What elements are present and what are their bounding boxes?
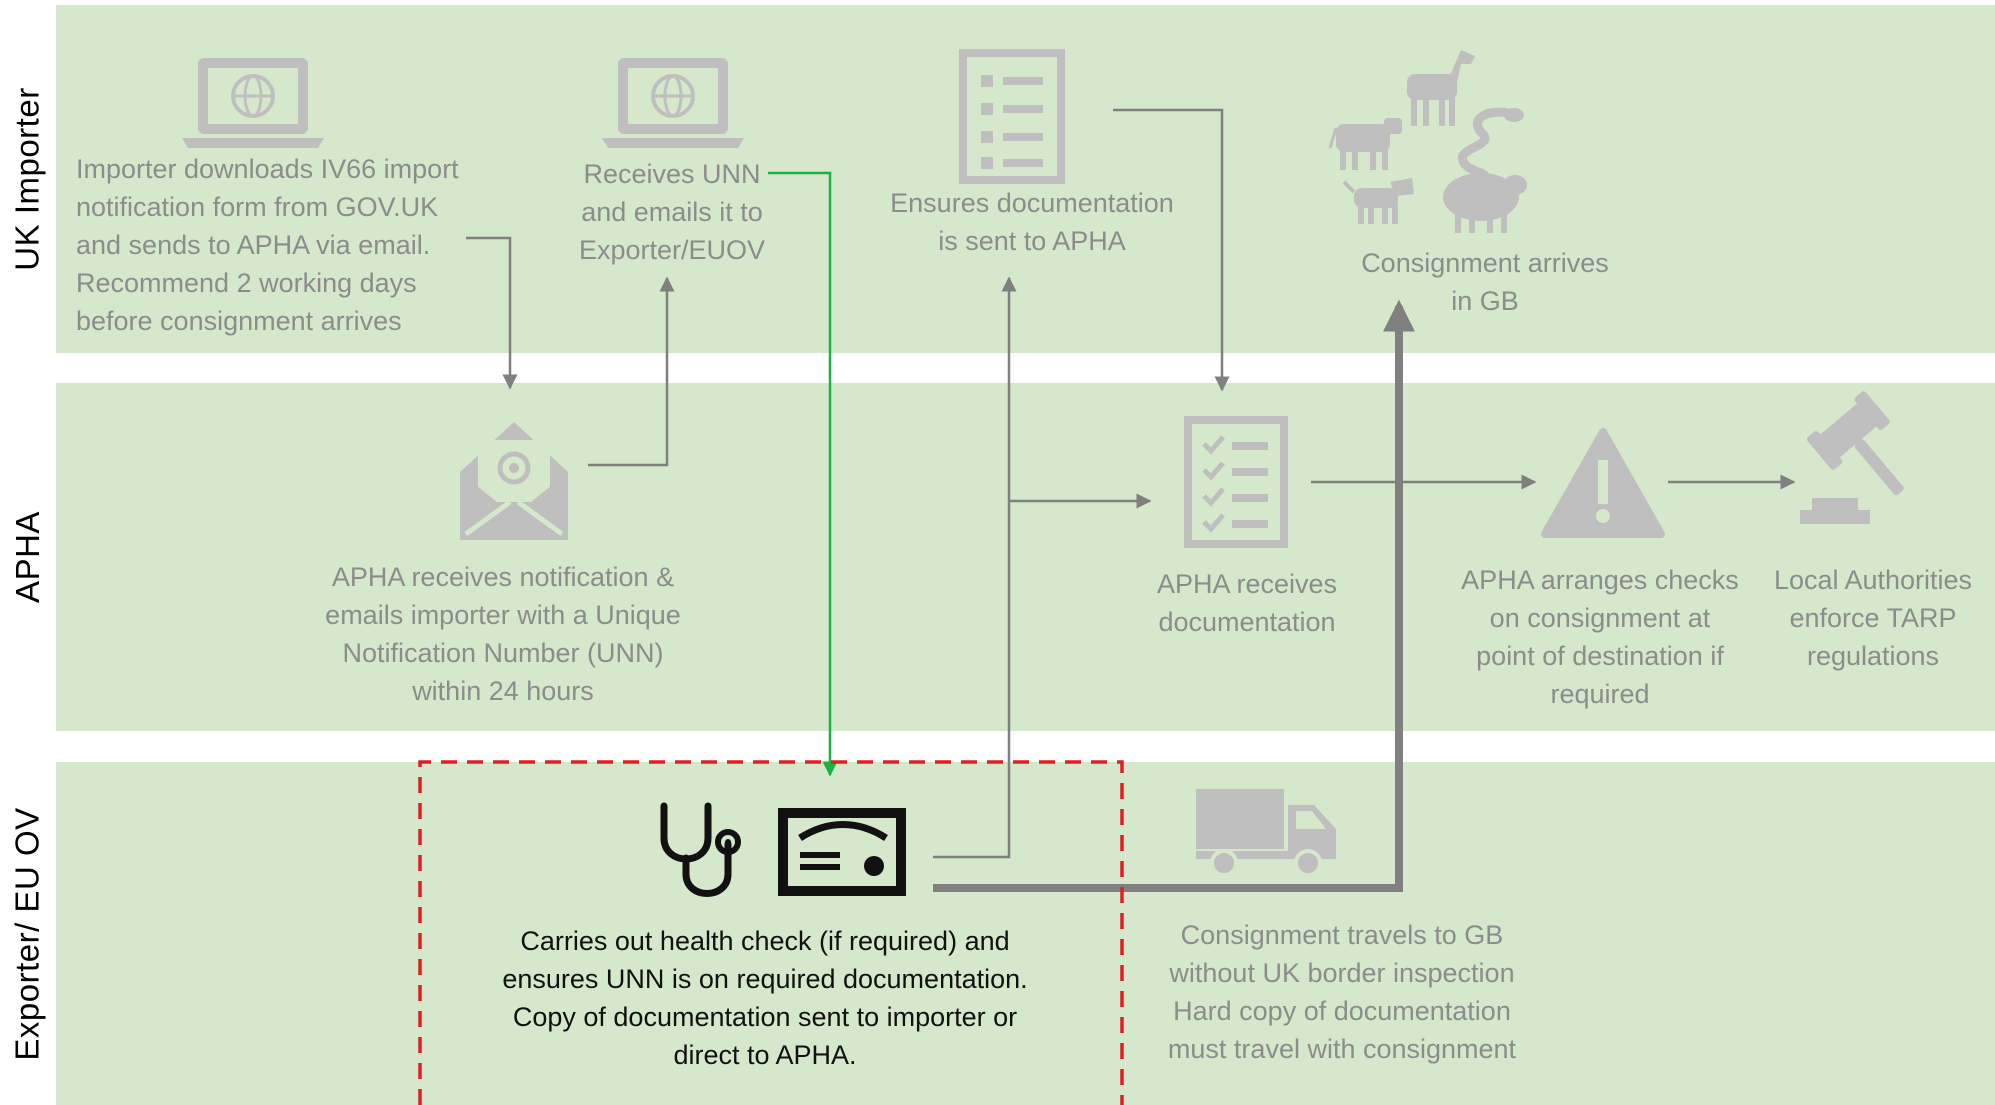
certificate-icon [778, 808, 906, 896]
step-health-check: Carries out health check (if required) a… [502, 926, 1028, 1070]
stethoscope-icon [660, 802, 741, 897]
email-envelope-icon [460, 422, 568, 540]
connectors [466, 108, 1796, 859]
laptop-globe-icon [602, 58, 744, 148]
lane-apha [56, 383, 1995, 731]
truck-icon [1196, 789, 1336, 877]
step-apha-receives-notification: APHA receives notification & emails impo… [325, 562, 681, 706]
step-download-form: Importer downloads IV66 import notificat… [76, 154, 459, 336]
unn-to-exporter-arrow [768, 171, 838, 777]
step-consignment-arrives: Consignment arrives in GB [1361, 248, 1609, 316]
lane-exporter [56, 762, 1995, 1105]
step-local-authorities: Local Authorities enforce TARP regulatio… [1773, 565, 1973, 671]
consignment-route-arrow [933, 299, 1415, 892]
warning-icon [1541, 428, 1665, 538]
document-list-icon [959, 49, 1065, 184]
step-ensures-documentation: Ensures documentation is sent to APHA [890, 188, 1174, 256]
step-consignment-travels: Consignment travels to GB without UK bor… [1167, 920, 1517, 1064]
checklist-icon [1184, 416, 1288, 548]
laptop-globe-icon [182, 58, 324, 148]
step-apha-receives-documentation: APHA receives documentation [1156, 569, 1338, 637]
gavel-icon [1800, 391, 1904, 524]
highlight-box [418, 760, 1124, 1105]
step-apha-arranges-checks: APHA arranges checks on consignment at p… [1461, 565, 1739, 709]
step-receives-unn: Receives UNN and emails it to Exporter/E… [578, 159, 766, 265]
animals-icon [1328, 50, 1527, 233]
